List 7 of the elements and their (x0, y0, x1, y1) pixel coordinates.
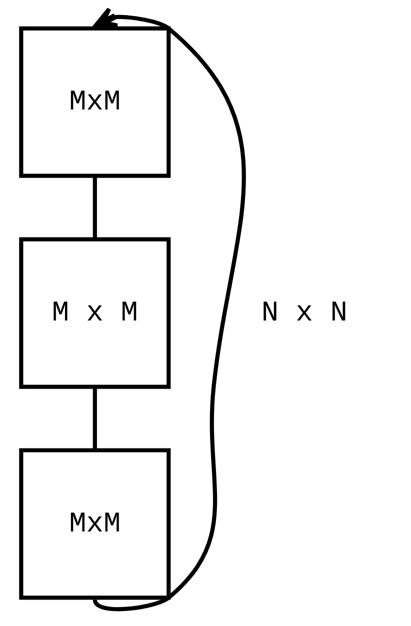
arrow (92, 8, 246, 612)
connector (92, 176, 97, 239)
edge-label: N x N (261, 296, 348, 330)
node-box: MxM (19, 26, 171, 178)
node-box: M x M (19, 237, 171, 389)
node-box: MxM (19, 448, 171, 600)
connector (92, 386, 97, 450)
